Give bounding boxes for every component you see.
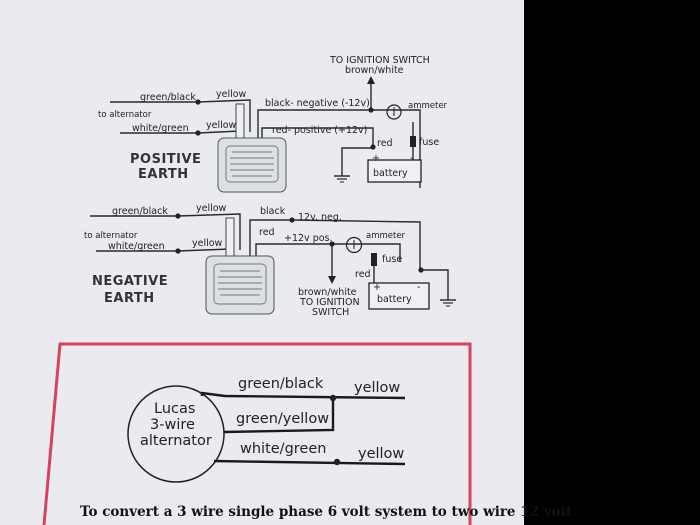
to-ignition-label: TO IGNITION SWITCH	[329, 55, 430, 66]
earth-wire	[341, 147, 373, 176]
alt-line-3: alternator	[140, 433, 212, 449]
red-positive-wire	[261, 127, 374, 148]
to-ignition-label: TO IGNITION	[299, 297, 360, 308]
regulator-icon	[205, 217, 275, 315]
wiring-diagrams: TO IGNITION SWITCH brown/white green/bla…	[42, 55, 573, 525]
green-black-label: green/black	[140, 92, 196, 103]
battery-plus: +	[373, 282, 381, 293]
manual-page: TO IGNITION SWITCH brown/white green/bla…	[0, 0, 573, 525]
red-label: red	[355, 269, 371, 280]
fuse-label: fuse	[382, 254, 402, 265]
ammeter-icon	[386, 104, 402, 120]
ammeter-label: ammeter	[366, 231, 406, 241]
battery-minus: -	[417, 282, 420, 293]
lucas-conversion-box: Lucas 3-wire alternator green/black yell…	[42, 342, 573, 525]
black-negative-label: black- negative (-12v)	[265, 98, 370, 109]
yellow-2-label: yellow	[358, 446, 404, 462]
junction-dot	[370, 144, 376, 150]
fuse-icon	[371, 253, 377, 266]
positive-title: POSITIVE	[130, 152, 201, 167]
caption-text: To convert a 3 wire single phase 6 volt …	[80, 504, 573, 520]
yellow-1-label: yellow	[354, 380, 400, 396]
green-black-wire	[200, 391, 406, 400]
red-label: red	[377, 138, 393, 149]
alt-line-1: Lucas	[154, 401, 195, 417]
black-label: black	[260, 206, 286, 217]
to-alternator-label: to alternator	[84, 231, 138, 241]
to-alternator-label: to alternator	[98, 110, 152, 120]
white-green-label: white/green	[108, 241, 165, 252]
earth-wire	[421, 269, 449, 300]
switch-label: SWITCH	[312, 307, 349, 318]
yellow-top-label: yellow	[216, 89, 247, 100]
white-green-wire	[213, 459, 406, 466]
junction-dot	[195, 130, 201, 136]
ammeter-icon	[345, 236, 363, 254]
battery-label: battery	[373, 168, 408, 179]
white-green-label: white/green	[132, 123, 189, 134]
white-green-label: white/green	[240, 441, 326, 457]
arrow-down-icon	[328, 276, 336, 284]
negative-title: NEGATIVE	[92, 274, 168, 289]
green-yellow-wire	[223, 398, 335, 434]
fuse-label: fuse	[419, 137, 439, 148]
earth-title: EARTH	[138, 167, 189, 182]
alt-line-2: 3-wire	[150, 417, 195, 433]
pos-12v-label: +12v pos.	[284, 233, 333, 244]
regulator-icon	[217, 103, 287, 193]
green-yellow-label: green/yellow	[236, 411, 329, 427]
red-positive-label: red- positive (+12v)	[272, 125, 367, 136]
junction-dot	[195, 99, 201, 105]
arrow-up-icon	[367, 76, 375, 84]
green-black-label: green/black	[112, 206, 168, 217]
brown-white-label: brown/white	[298, 287, 357, 298]
ammeter-label: ammeter	[408, 101, 448, 111]
junction-dot	[368, 107, 374, 113]
battery-plus: +	[372, 153, 380, 164]
battery-minus: -	[410, 153, 413, 164]
negative-earth-diagram: green/black yellow to alternator white/g…	[84, 203, 456, 318]
yellow-top-label: yellow	[196, 203, 227, 214]
brown-white-label: brown/white	[345, 65, 404, 76]
battery-label: battery	[377, 294, 412, 305]
fuse-icon	[410, 136, 416, 147]
red-frame	[42, 342, 472, 525]
earth-title: EARTH	[104, 291, 155, 306]
battery-icon	[367, 159, 422, 183]
yellow-bottom-label: yellow	[206, 120, 237, 131]
battery-icon	[368, 282, 430, 310]
yellow-bottom-label: yellow	[192, 238, 223, 249]
positive-earth-diagram: TO IGNITION SWITCH brown/white green/bla…	[98, 55, 448, 193]
red-top-label: red	[259, 227, 275, 238]
green-black-label: green/black	[238, 376, 324, 392]
green-black-wire	[90, 213, 241, 250]
neg-12v-label: 12v. neg.	[298, 212, 342, 223]
green-black-wire	[110, 99, 251, 132]
alternator-icon	[127, 385, 225, 483]
red-positive-wire	[255, 243, 401, 262]
